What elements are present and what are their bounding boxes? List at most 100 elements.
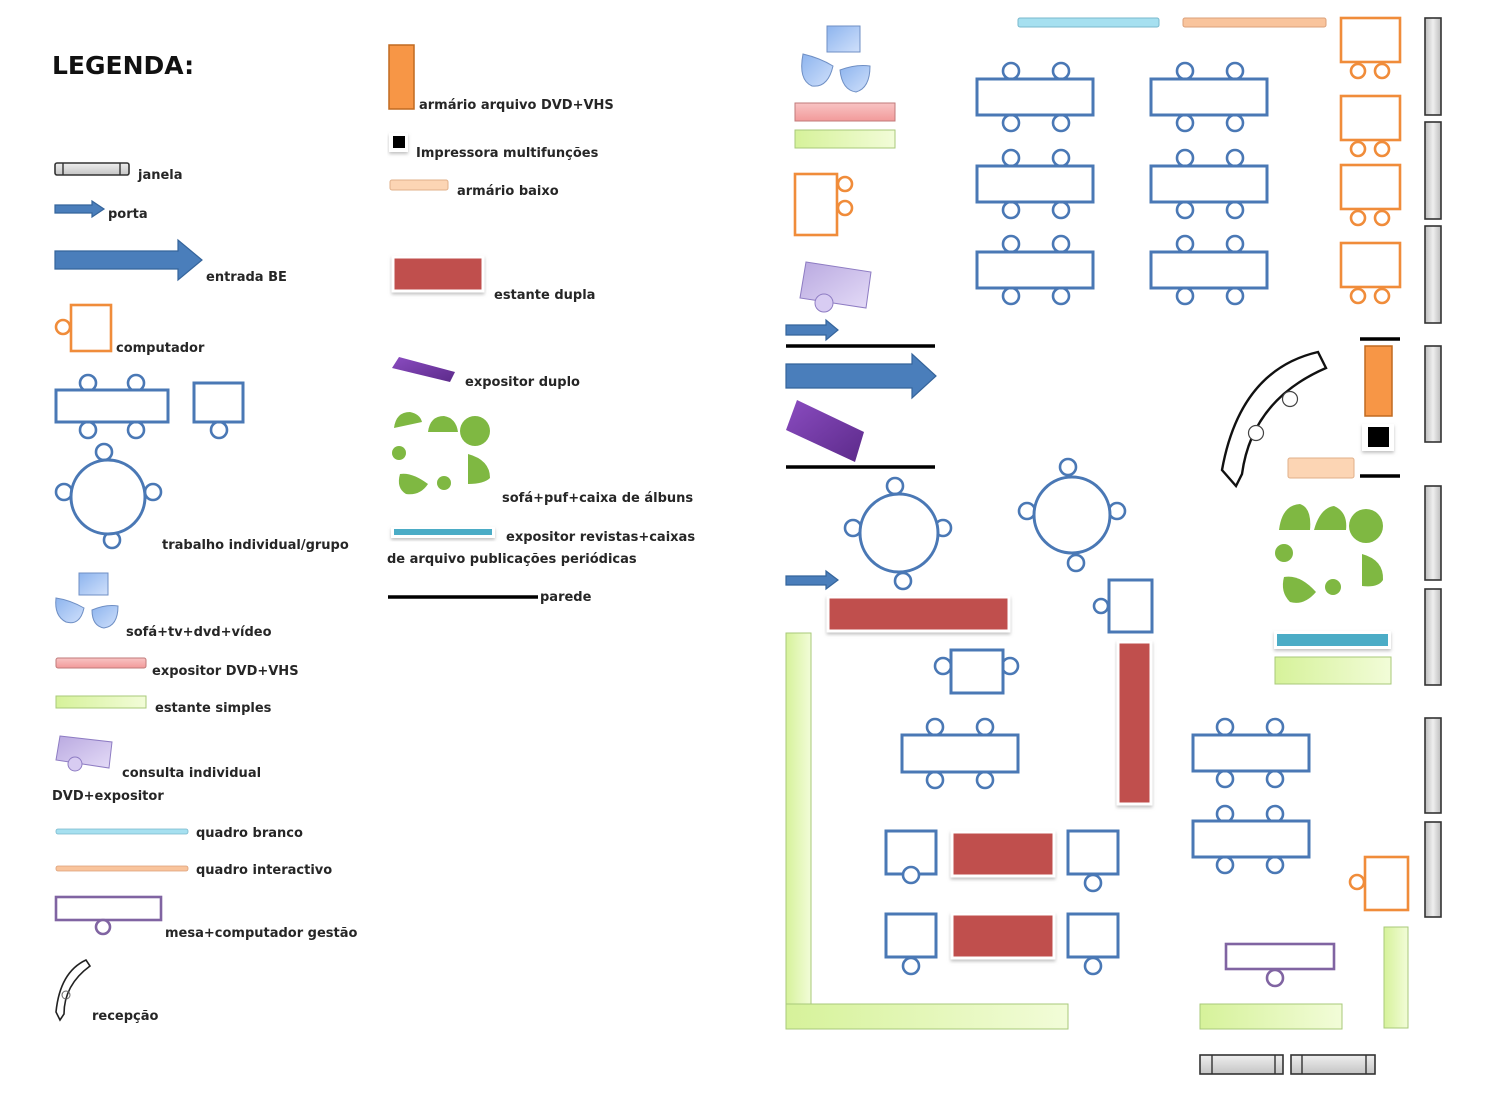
window bbox=[1424, 17, 1442, 116]
legend-label: estante simples bbox=[155, 701, 272, 716]
legend-item-computador: computador bbox=[54, 303, 205, 356]
chair bbox=[1225, 113, 1245, 133]
legend-item-expositor-dvd: expositor DVD+VHS bbox=[55, 657, 299, 679]
legend-item-quadro-interactivo: quadro interactivo bbox=[55, 863, 332, 878]
double-shelf bbox=[950, 912, 1056, 960]
chair bbox=[1051, 61, 1071, 81]
single-shelf bbox=[785, 1003, 1069, 1030]
double-display bbox=[786, 400, 864, 462]
legend-label: quadro branco bbox=[196, 826, 303, 841]
legend-label: quadro interactivo bbox=[196, 863, 332, 878]
window bbox=[1199, 1054, 1284, 1075]
single-shelf bbox=[1199, 1003, 1343, 1030]
magazine-display bbox=[1274, 631, 1391, 649]
reception-desk-icon bbox=[55, 958, 92, 1022]
group-table bbox=[1149, 234, 1269, 306]
sofa-puf-icon bbox=[392, 412, 490, 495]
study-desks bbox=[884, 829, 1120, 976]
window bbox=[1424, 225, 1442, 324]
chair bbox=[1225, 148, 1245, 168]
whiteboard bbox=[1017, 17, 1160, 28]
legend-label: porta bbox=[108, 207, 148, 222]
chair bbox=[1349, 62, 1367, 80]
chair bbox=[1373, 140, 1391, 158]
legend-item-consulta: consulta individual DVD+expositor bbox=[52, 735, 261, 804]
sofa-puf-area bbox=[1275, 504, 1384, 603]
legend-label: Impressora multifunções bbox=[416, 146, 599, 161]
legend-label: janela bbox=[137, 168, 183, 183]
chair bbox=[1051, 234, 1071, 254]
individual-table bbox=[884, 829, 938, 885]
table bbox=[1149, 164, 1269, 204]
single-shelf bbox=[1383, 926, 1409, 1029]
legend-item-quadro-branco: quadro branco bbox=[55, 826, 303, 841]
round-table bbox=[1017, 457, 1127, 573]
door-arrow bbox=[785, 569, 839, 591]
sofa-tv-area bbox=[801, 25, 871, 93]
management-desk-icon bbox=[54, 895, 163, 936]
table bbox=[1149, 77, 1269, 117]
floor-plan bbox=[785, 16, 1442, 1075]
single-shelf-icon bbox=[55, 695, 147, 709]
legend-title: LEGENDA: bbox=[52, 51, 194, 80]
group-table bbox=[1149, 61, 1269, 133]
chair bbox=[1051, 286, 1071, 306]
legend-label-line1: consulta individual bbox=[122, 766, 261, 781]
interactive-board-icon bbox=[55, 865, 189, 872]
legend-item-estante-simples: estante simples bbox=[55, 695, 272, 716]
computer bbox=[1339, 16, 1402, 80]
printer bbox=[1362, 424, 1394, 451]
group-table bbox=[975, 148, 1095, 220]
window bbox=[1290, 1054, 1376, 1075]
individual-table bbox=[1066, 829, 1120, 893]
chair bbox=[1175, 61, 1195, 81]
window-icon bbox=[54, 162, 130, 176]
group-table bbox=[975, 234, 1095, 306]
legend-label: sofá+tv+dvd+vídeo bbox=[126, 625, 272, 640]
chair bbox=[1349, 209, 1367, 227]
legend-label: sofá+puf+caixa de álbuns bbox=[502, 491, 693, 506]
legend-item-janela: janela bbox=[54, 162, 183, 183]
chair bbox=[1349, 140, 1367, 158]
group-table bbox=[1191, 804, 1311, 875]
window bbox=[1424, 345, 1442, 443]
table bbox=[1149, 250, 1269, 290]
chair bbox=[1225, 286, 1245, 306]
chair bbox=[1001, 148, 1021, 168]
legend-item-parede: parede bbox=[388, 590, 592, 605]
group-tables bbox=[975, 61, 1269, 306]
door-arrow-icon bbox=[54, 199, 106, 219]
windows-right-wall bbox=[1424, 17, 1442, 918]
chair bbox=[901, 865, 921, 885]
table bbox=[1066, 829, 1120, 876]
group-table bbox=[975, 61, 1095, 133]
computer-desk bbox=[1339, 94, 1402, 142]
computer bbox=[1348, 855, 1410, 912]
legend-item-armario-baixo: armário baixo bbox=[389, 179, 559, 199]
legend-label: mesa+computador gestão bbox=[165, 926, 358, 941]
individual-table bbox=[1092, 578, 1154, 634]
legend-label-line2: DVD+expositor bbox=[52, 789, 164, 804]
legend-label-line2: de arquivo publicações periódicas bbox=[387, 552, 637, 567]
window bbox=[1424, 121, 1442, 220]
computer bbox=[1339, 241, 1402, 305]
legend-item-armario-arquivo: armário arquivo DVD+VHS bbox=[388, 44, 614, 113]
legend-item-recepcao: recepção bbox=[55, 958, 159, 1024]
window bbox=[1424, 485, 1442, 581]
door-arrow bbox=[785, 318, 839, 342]
computer-desk bbox=[1339, 16, 1402, 64]
chair bbox=[1373, 287, 1391, 305]
legend-label: computador bbox=[116, 341, 205, 356]
interactive-board bbox=[1182, 17, 1327, 28]
archive-cabinet-icon bbox=[388, 44, 415, 110]
computer-icon bbox=[54, 303, 113, 353]
chair bbox=[1225, 234, 1245, 254]
legend-label: armário baixo bbox=[457, 184, 559, 199]
legend-item-mesa-gestao: mesa+computador gestão bbox=[54, 895, 358, 941]
round-table bbox=[843, 476, 953, 591]
legend-label: recepção bbox=[92, 1009, 159, 1024]
chair bbox=[1373, 209, 1391, 227]
low-cabinet-icon bbox=[389, 179, 449, 191]
chair bbox=[1175, 286, 1195, 306]
legend-item-trabalho: trabalho individual/grupo bbox=[54, 373, 349, 553]
